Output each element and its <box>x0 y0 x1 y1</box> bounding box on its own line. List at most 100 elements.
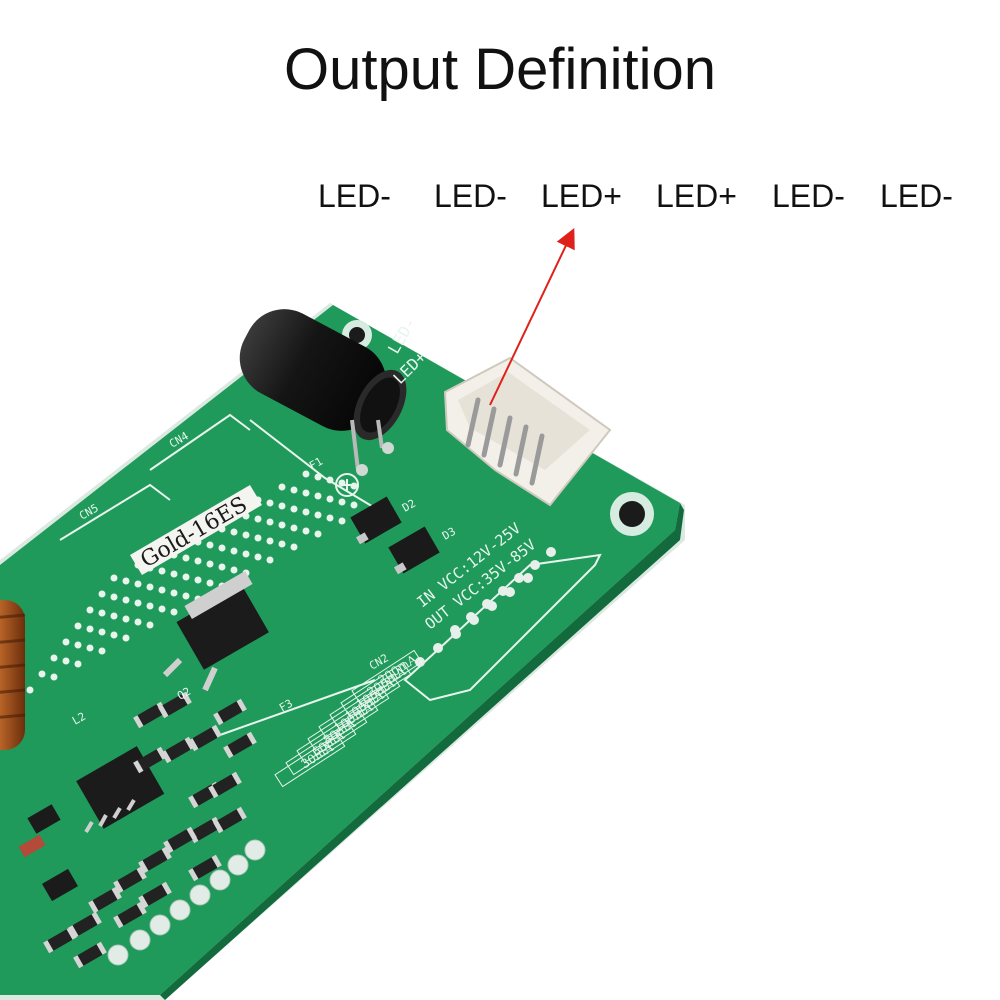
perf-hole <box>206 579 214 587</box>
smd-resistor <box>161 736 195 764</box>
smd-resistor <box>213 806 247 834</box>
ref-label: D3 <box>440 525 458 543</box>
header-pad <box>514 573 524 583</box>
perf-hole <box>182 554 190 562</box>
perf-hole <box>302 527 310 535</box>
pin-label-4: LED+ <box>656 178 737 214</box>
perf-hole <box>62 657 70 665</box>
perf-hole <box>206 541 214 549</box>
solder-pad <box>107 944 129 966</box>
smd-resistor <box>113 866 147 894</box>
perf-hole <box>302 470 310 478</box>
pin-label-2: LED- <box>434 178 507 214</box>
perfboard-grid <box>26 470 358 694</box>
perf-hole <box>110 574 118 582</box>
perf-hole <box>326 476 334 484</box>
perf-hole <box>110 593 118 601</box>
diode-d1 <box>18 834 46 858</box>
perf-hole <box>266 518 274 526</box>
pointer-arrow <box>489 227 575 406</box>
header-pad <box>546 547 556 557</box>
perf-hole <box>182 573 190 581</box>
perf-hole <box>86 644 94 652</box>
electrolytic-capacitor <box>239 309 407 476</box>
perf-hole <box>110 612 118 620</box>
perf-hole <box>122 596 130 604</box>
header-pad <box>450 625 460 635</box>
solder-pad <box>227 854 249 876</box>
ref-label: L2 <box>70 710 88 728</box>
smd-resistor <box>113 901 147 929</box>
perf-hole <box>134 618 142 626</box>
polarity-plus-icon <box>335 473 359 497</box>
smd-resistor <box>188 854 222 882</box>
perf-hole <box>266 537 274 545</box>
perf-hole <box>206 560 214 568</box>
perf-hole <box>170 608 178 616</box>
smd-resistor <box>43 926 77 954</box>
perf-hole <box>278 521 286 529</box>
perf-hole <box>158 567 166 575</box>
transistor <box>42 868 78 902</box>
perf-hole <box>50 654 58 662</box>
jumper-pads <box>107 547 556 966</box>
ref-label: D2 <box>400 497 418 515</box>
page-title: Output Definition <box>283 37 717 102</box>
perf-hole <box>74 641 82 649</box>
smd-resistor <box>208 771 242 799</box>
perf-hole <box>314 511 322 519</box>
transistor-q2 <box>162 570 269 692</box>
perf-hole <box>98 628 106 636</box>
pin-label-row: LED- LED- LED+ LED+ LED- LED- <box>0 178 1000 218</box>
smd-resistor <box>88 886 122 914</box>
perf-hole <box>278 540 286 548</box>
perf-hole <box>170 570 178 578</box>
mounting-hole <box>610 492 654 536</box>
transistor-q1 <box>27 804 61 834</box>
perf-hole <box>110 631 118 639</box>
smd-resistor <box>138 846 172 874</box>
perf-hole <box>74 660 82 668</box>
header-pad <box>466 612 476 622</box>
perf-hole <box>338 517 346 525</box>
solder-pad <box>169 899 191 921</box>
perf-hole <box>314 492 322 500</box>
perf-hole <box>278 502 286 510</box>
header-pad <box>498 586 508 596</box>
perf-hole <box>218 563 226 571</box>
perf-hole <box>38 670 46 678</box>
output-connector <box>443 356 612 507</box>
perf-hole <box>86 625 94 633</box>
perf-hole <box>290 543 298 551</box>
perf-hole <box>74 622 82 630</box>
perf-hole <box>242 550 250 558</box>
perf-hole <box>254 534 262 542</box>
ref-label: F3 <box>277 697 295 715</box>
perf-hole <box>146 602 154 610</box>
smd-resistor <box>138 881 172 909</box>
pin-label-3: LED+ <box>541 178 622 214</box>
perf-hole <box>290 486 298 494</box>
perf-hole <box>170 589 178 597</box>
smd-resistor <box>158 691 192 719</box>
perf-hole <box>122 615 130 623</box>
perf-hole <box>134 580 142 588</box>
perf-hole <box>338 498 346 506</box>
smd-resistor <box>213 698 247 726</box>
header-pad <box>530 560 540 570</box>
perf-hole <box>230 547 238 555</box>
perf-hole <box>266 499 274 507</box>
inductor-coil <box>0 600 26 750</box>
perf-hole <box>182 592 190 600</box>
perf-hole <box>146 583 154 591</box>
perf-hole <box>254 515 262 523</box>
perf-hole <box>62 638 70 646</box>
perf-hole <box>314 473 322 481</box>
perf-hole <box>242 531 250 539</box>
perf-hole <box>158 586 166 594</box>
perf-hole <box>194 576 202 584</box>
ref-label: Q2 <box>175 685 193 703</box>
solder-pad <box>244 839 266 861</box>
perf-hole <box>194 557 202 565</box>
